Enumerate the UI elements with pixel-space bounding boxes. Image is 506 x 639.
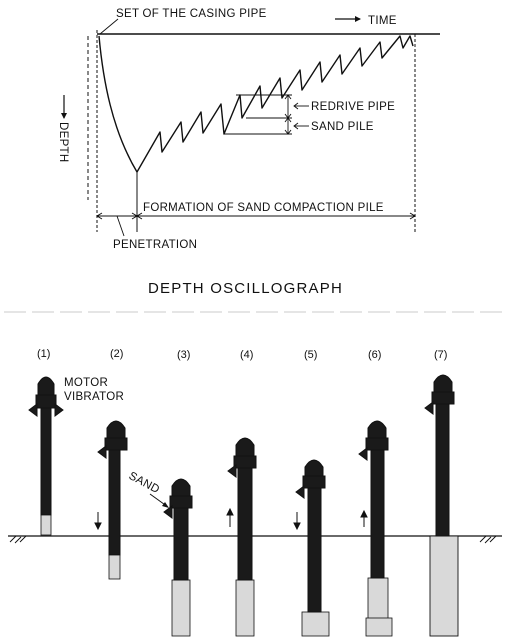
step-label: (5) (304, 349, 317, 361)
sand-fill (171, 579, 191, 637)
casing-pipe-5 (295, 459, 326, 613)
sand-fill (235, 579, 255, 637)
vibrator-icon (104, 437, 128, 451)
pipe-shaft (370, 449, 385, 579)
compacted-sand-pile (429, 535, 459, 637)
pipe-shaft (237, 467, 253, 581)
step-label: (1) (37, 348, 50, 360)
sand-pile-leader-head (293, 122, 299, 130)
up-arrow-head (360, 509, 368, 518)
motion-arrows (94, 507, 368, 531)
step-label: (7) (434, 349, 447, 361)
redrive-pipe-label: REDRIVE PIPE (311, 101, 395, 113)
ground-hatch-right (479, 535, 497, 544)
casing-pipe-rigs (28, 374, 455, 613)
motor-label: MOTOR (64, 377, 108, 389)
sand-bulb (365, 617, 393, 637)
vibrator-flange-icon (97, 445, 107, 459)
set-leader (99, 18, 119, 35)
vibrator-icon (233, 455, 257, 469)
set-of-casing-pipe-label: SET OF THE CASING PIPE (116, 8, 267, 20)
depth-arrow-head (61, 113, 67, 119)
sand-bulb (301, 611, 330, 637)
casing-pipe-2 (97, 420, 128, 580)
formation-label: FORMATION OF SAND COMPACTION PILE (143, 202, 384, 214)
down-arrow-head (94, 522, 102, 531)
pipe-shaft (435, 403, 450, 537)
vibrator-flange-icon (227, 464, 237, 478)
casing-pipe-4 (227, 437, 257, 581)
vibrator-icon (365, 437, 389, 451)
motor-icon (367, 420, 387, 439)
time-label: TIME (368, 15, 397, 27)
casing-pipe-3 (163, 478, 193, 581)
motor-icon (235, 437, 255, 457)
depth-label: DEPTH (57, 122, 69, 162)
casing-pipe-1 (28, 376, 64, 536)
redrive-leader-head (293, 102, 299, 110)
casing-pipe-6 (358, 420, 389, 579)
motor-icon (304, 459, 324, 477)
penetration-arrowheads (96, 212, 138, 220)
vibrator-icon (431, 391, 455, 405)
depth-trace (98, 35, 414, 173)
penetration-label: PENETRATION (113, 239, 197, 251)
vibrator-label: VIBRATOR (64, 391, 124, 403)
casing-pipe-7 (424, 374, 455, 537)
penetration-leader (116, 215, 125, 237)
pipe-shaft (173, 507, 189, 581)
pipe-sand-tip (108, 554, 121, 580)
oscillograph-graph: SET OF THE CASING PIPE TIME DEPTH REDRIV… (57, 8, 440, 251)
ground-hatch-left (9, 535, 27, 544)
motor-icon (106, 420, 126, 439)
pipe-shaft (40, 407, 52, 516)
sand-pile-label: SAND PILE (311, 121, 374, 133)
diagram-title: DEPTH OSCILLOGRAPH (148, 280, 343, 297)
step-label: (2) (110, 348, 123, 360)
sand-pile-arrowheads (284, 117, 292, 135)
vibrator-flange-icon (358, 447, 368, 461)
step-labels: (1) (2) (3) (4) (5) (6) (7) (37, 348, 447, 361)
down-arrow-head (293, 522, 301, 531)
pipe-shaft (307, 487, 322, 613)
motor-icon (37, 376, 55, 396)
vibrator-flange-icon (163, 505, 173, 519)
motor-icon (433, 374, 453, 393)
vibrator-icon (302, 475, 326, 489)
pipe-sand-tip (40, 514, 52, 536)
time-arrow-head (355, 16, 361, 22)
pipe-shaft (108, 449, 121, 556)
vibrator-flange-icon (424, 401, 434, 415)
motor-icon (171, 478, 191, 497)
vibrator-flange-icon (28, 403, 64, 417)
vibrator-flange-icon (295, 485, 305, 499)
step-label: (4) (240, 349, 253, 361)
step-label: (3) (177, 349, 190, 361)
step-label: (6) (368, 349, 381, 361)
sand-label: SAND (127, 470, 162, 496)
vibrator-icon (169, 495, 193, 509)
sand-fill (367, 577, 389, 624)
sand-arrow-head (162, 502, 169, 508)
up-arrow-head (226, 507, 234, 516)
vibrator-icon (35, 394, 57, 409)
